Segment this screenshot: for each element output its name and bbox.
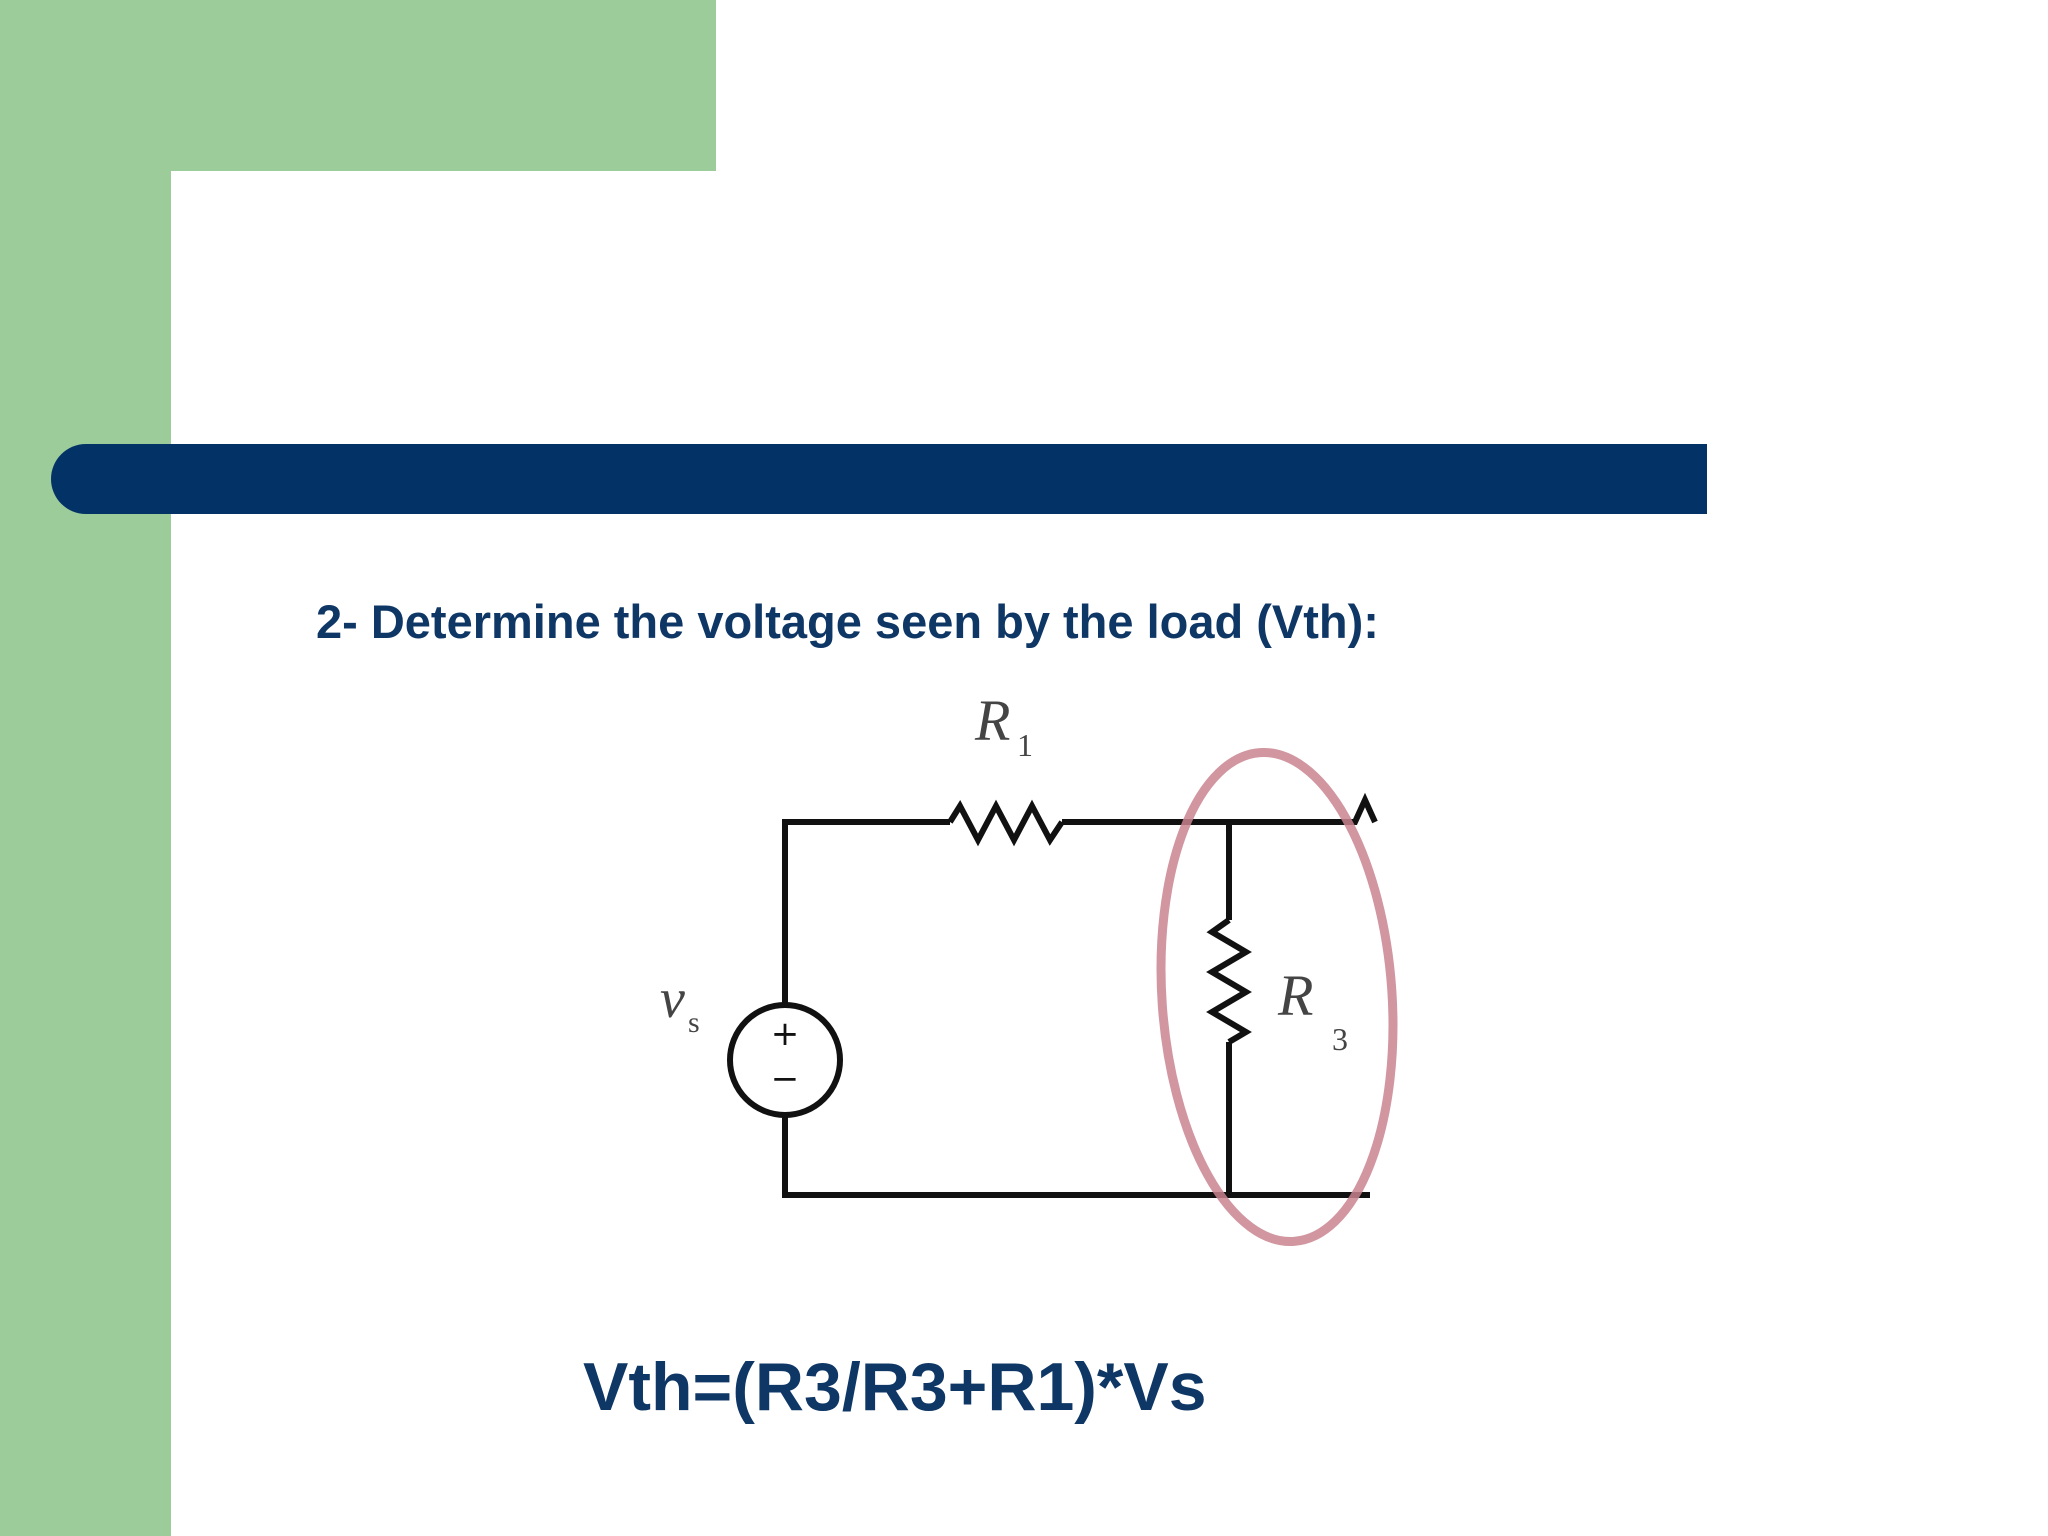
- r3-label: R: [1277, 963, 1313, 1028]
- slide-heading: 2- Determine the voltage seen by the loa…: [316, 595, 1379, 648]
- wire-bottom: [782, 1115, 1370, 1198]
- voltage-source: [727, 1002, 843, 1118]
- green-side-band: [0, 0, 171, 1536]
- r3-highlight-ellipse: [1156, 747, 1398, 1247]
- r1-label: R: [974, 688, 1010, 753]
- resistor-r3: [1206, 917, 1252, 1045]
- r1-label-subscript: 1: [1017, 727, 1033, 763]
- content-panel: [171, 171, 2048, 1536]
- circuit-diagram: + − v s R 1 R 3: [660, 688, 1398, 1247]
- wire-top-right: [1062, 792, 1378, 825]
- source-plus: +: [771, 1014, 800, 1054]
- wire-top-left: [782, 819, 950, 1005]
- source-minus: −: [771, 1059, 800, 1099]
- r3-label-subscript: 3: [1332, 1021, 1348, 1057]
- resistor-r1: [947, 799, 1065, 847]
- source-label: v: [660, 968, 685, 1030]
- source-label-subscript: s: [688, 1006, 700, 1039]
- circuit-wires: [782, 792, 1378, 1198]
- title-bar: [51, 444, 1707, 514]
- thevenin-formula: Vth=(R3/R3+R1)*Vs: [583, 1349, 1207, 1425]
